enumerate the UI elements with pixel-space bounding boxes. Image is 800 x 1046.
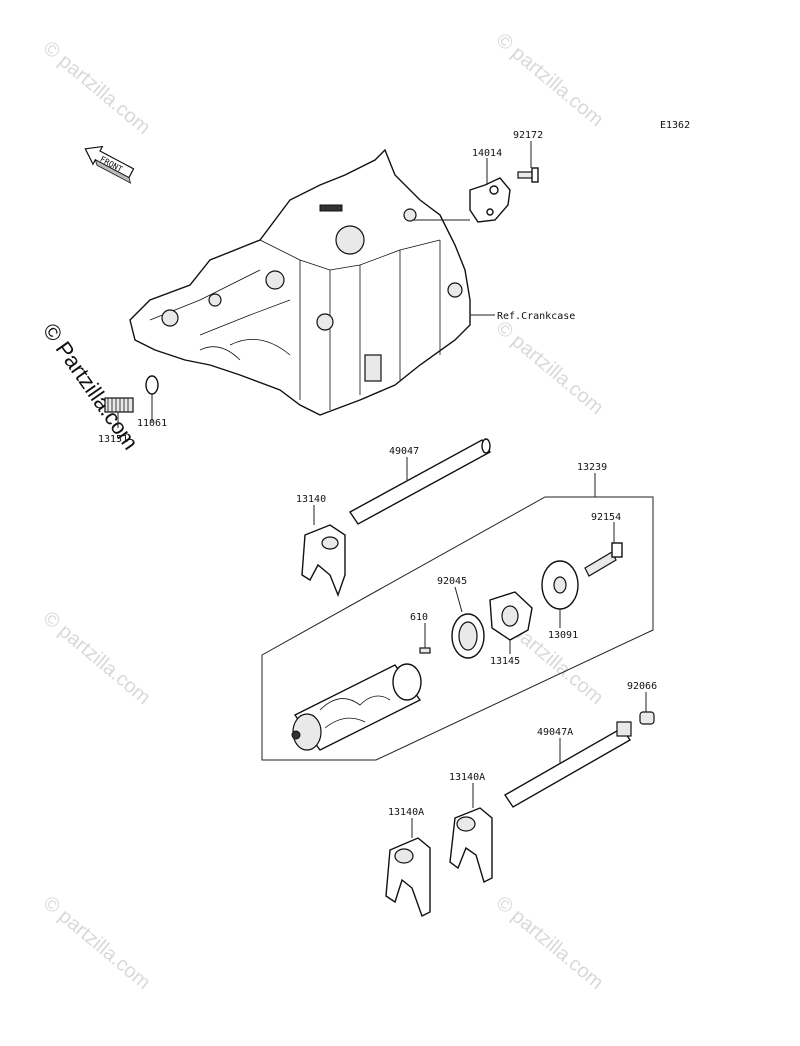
part-610-pin — [419, 647, 431, 654]
label-49047: 49047 — [389, 446, 419, 457]
part-13091-plate — [541, 560, 579, 610]
part-92045-bearing — [451, 613, 485, 659]
watermark: © partzilla.com — [492, 892, 608, 994]
part-49047-shaft — [348, 438, 492, 525]
watermark: © partzilla.com — [492, 317, 608, 419]
part-shift-drum — [291, 663, 422, 751]
label-92045: 92045 — [437, 576, 467, 587]
part-13140-fork — [301, 524, 346, 597]
part-13151-gear — [104, 397, 134, 413]
label-92154: 92154 — [591, 512, 621, 523]
part-13140A-fork-left — [385, 837, 431, 917]
label-13140A-left: 13140A — [388, 807, 424, 818]
watermark: © partzilla.com — [39, 37, 155, 139]
label-92172: 92172 — [513, 130, 543, 141]
part-49047A-shaft — [504, 721, 632, 808]
part-13140A-fork-right — [449, 807, 493, 883]
part-92154-bolt — [584, 542, 623, 577]
part-14014-plate — [469, 177, 511, 223]
label-ref-crankcase: Ref.Crankcase — [497, 311, 575, 322]
label-610: 610 — [410, 612, 428, 623]
label-49047A: 49047A — [537, 727, 573, 738]
assembly-13239-outline — [261, 496, 654, 761]
part-13145-cam — [489, 591, 533, 641]
part-92172-bolt — [517, 167, 539, 183]
diagram-code: E1362 — [660, 120, 690, 131]
front-arrow-icon: FRONT — [84, 145, 135, 184]
label-13239: 13239 — [577, 462, 607, 473]
crankcase-illustration — [129, 148, 471, 416]
label-92066: 92066 — [627, 681, 657, 692]
label-13145: 13145 — [490, 656, 520, 667]
label-13140A-right: 13140A — [449, 772, 485, 783]
label-13140: 13140 — [296, 494, 326, 505]
part-92066-plug — [639, 711, 655, 725]
watermark: © partzilla.com — [39, 892, 155, 994]
label-13151: 13151 — [98, 434, 128, 445]
watermark: © partzilla.com — [39, 607, 155, 709]
leader-lines — [117, 141, 647, 838]
label-11061: 11061 — [137, 418, 167, 429]
label-14014: 14014 — [472, 148, 502, 159]
part-11061-washer — [145, 375, 159, 395]
label-13091: 13091 — [548, 630, 578, 641]
watermark: © partzilla.com — [492, 29, 608, 131]
